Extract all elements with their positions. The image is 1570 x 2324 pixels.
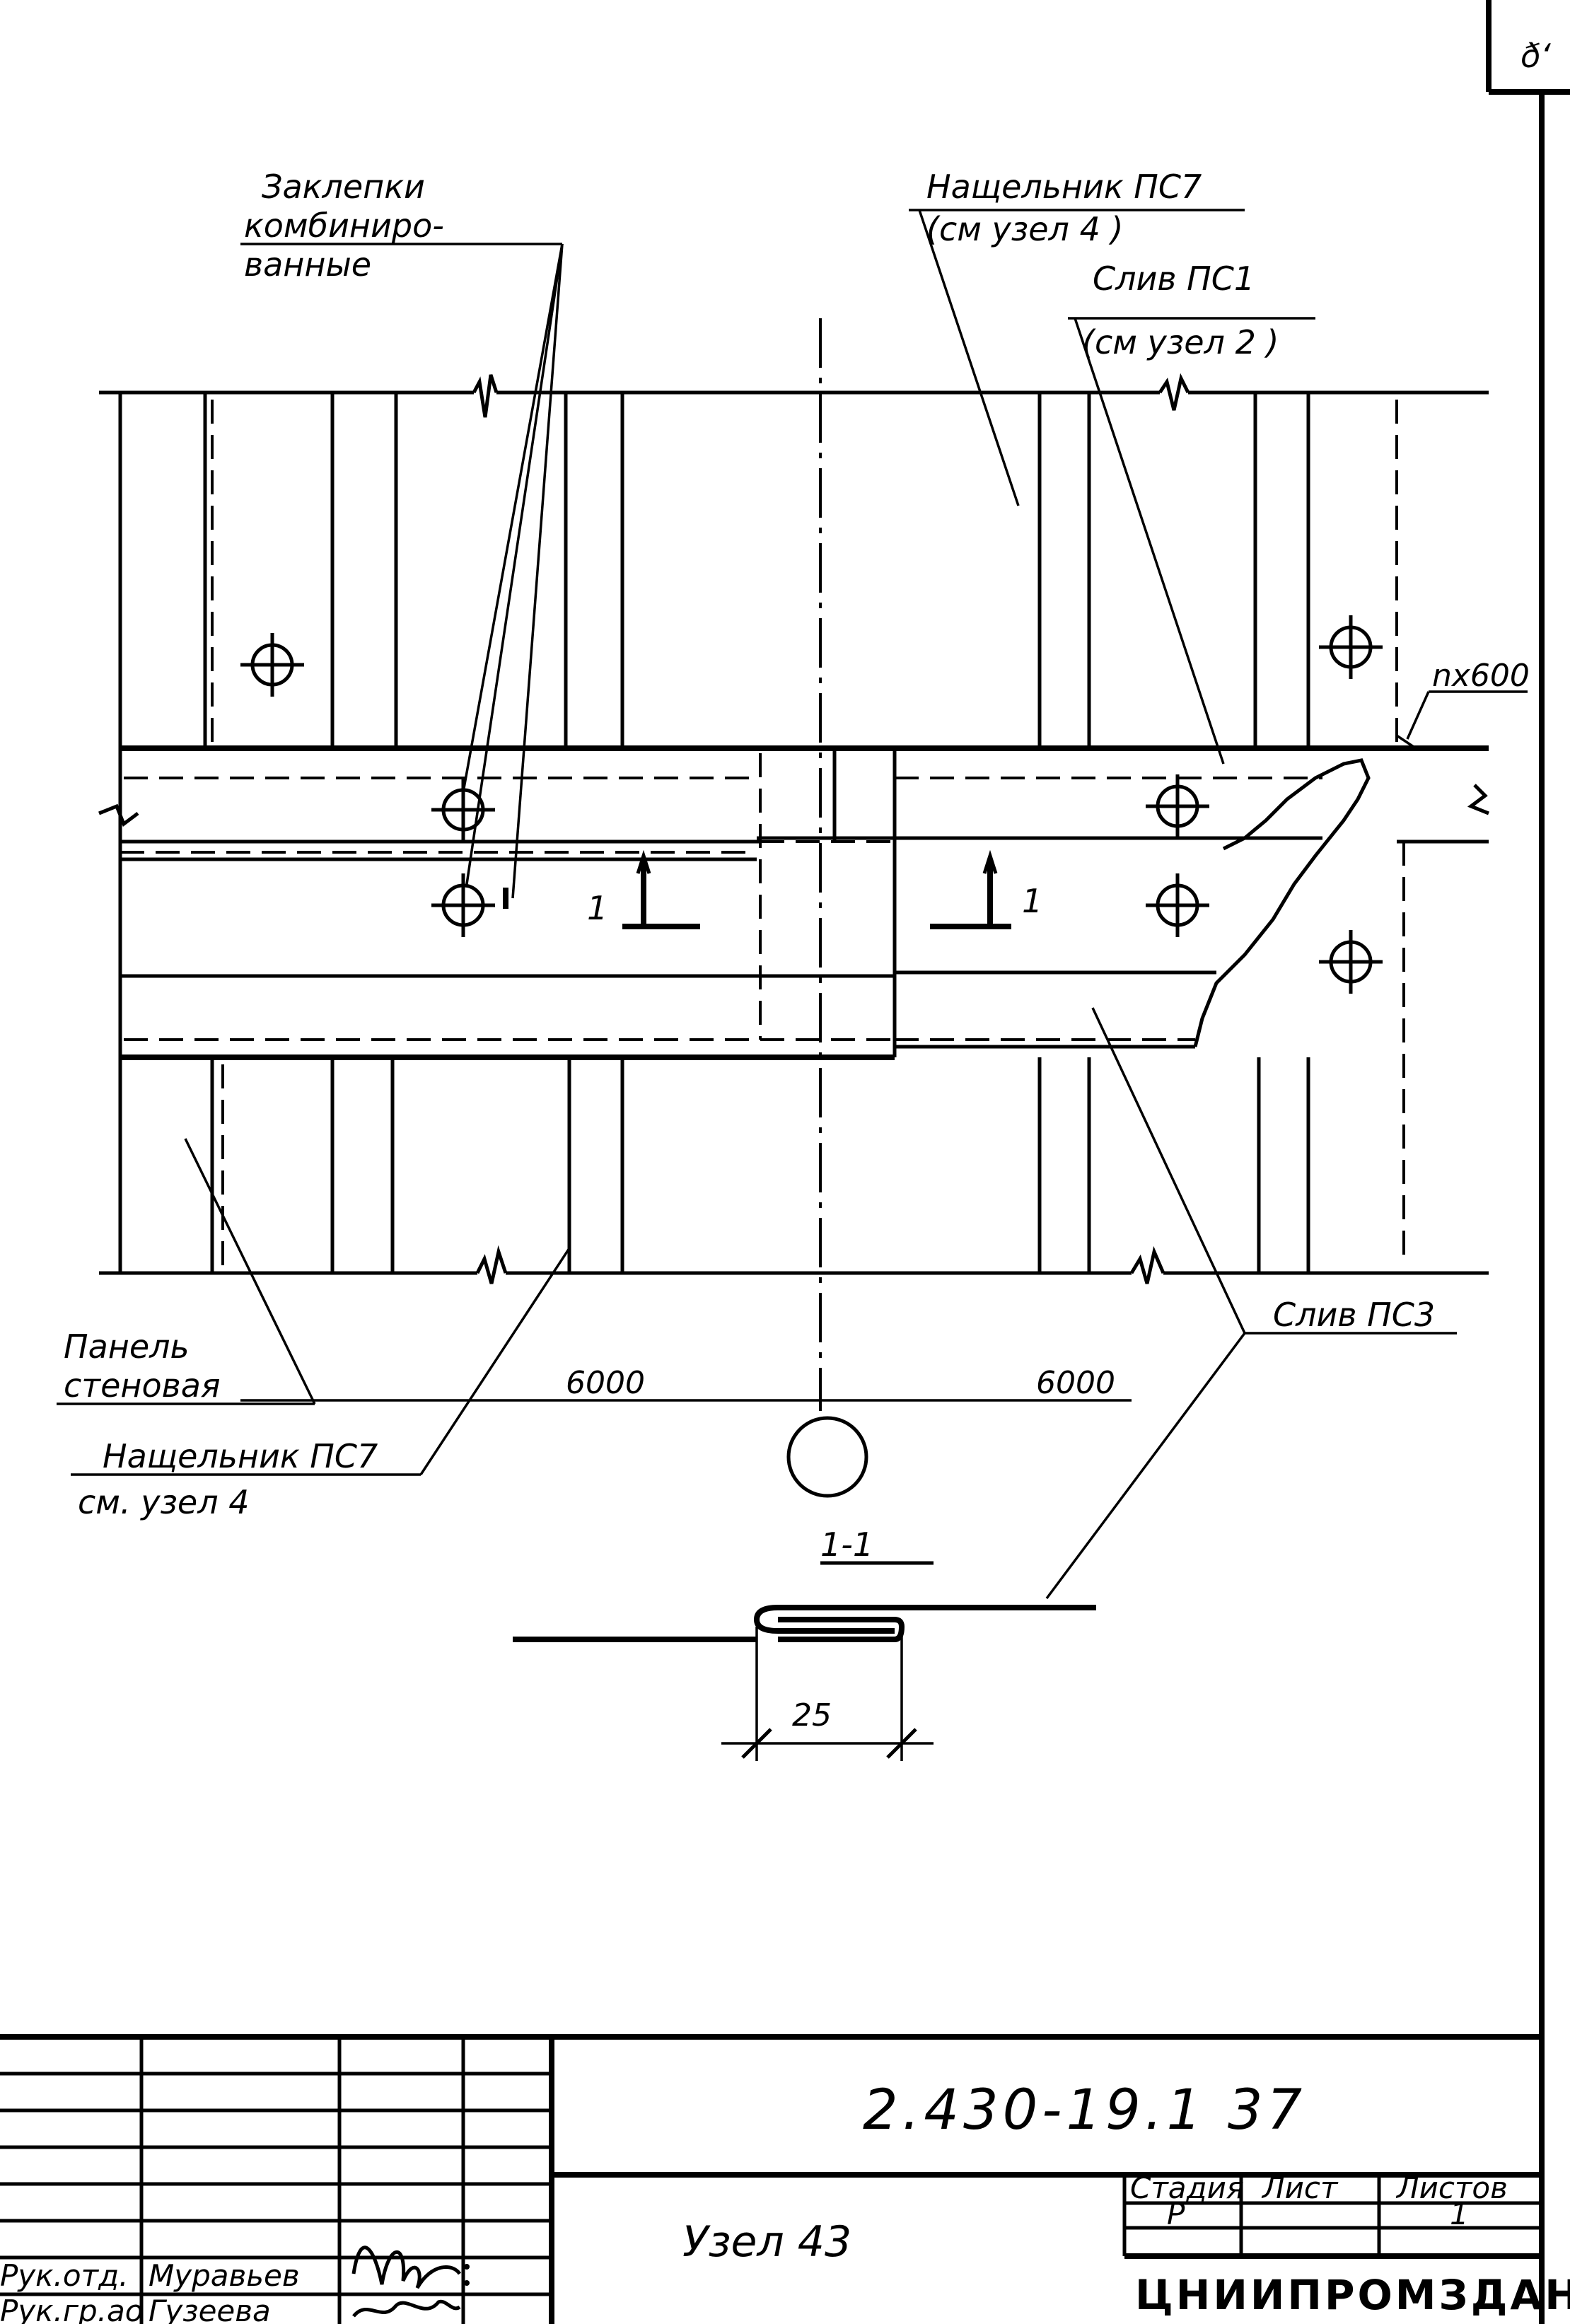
section-1-1-title: 1-1 — [820, 1526, 934, 1565]
svg-text:(см узел 4 ): (см узел 4 ) — [926, 210, 1123, 248]
svg-text:комбиниро-: комбиниро- — [244, 207, 444, 245]
sheets-value: 1 — [1450, 2197, 1469, 2231]
role-head-of-dept: Рук.отд. — [0, 2258, 128, 2293]
svg-text:nx600: nx600 — [1432, 658, 1530, 694]
svg-text:6000: 6000 — [1036, 1365, 1115, 1401]
callout-wall-panel: Панель стеновая — [57, 1138, 316, 1405]
rivet-icon — [1146, 873, 1209, 937]
lower-panel-ribs — [118, 842, 1405, 1273]
panel-outline-bottom — [99, 1245, 1489, 1284]
name-head-of-dept: Муравьев — [149, 2258, 300, 2293]
overlap-zone — [759, 748, 897, 1057]
callout-batten-bottom: Нащельник ПС7 см. узел 4 — [71, 1248, 571, 1521]
svg-text:1-1: 1-1 — [820, 1526, 873, 1564]
section-circle-marker — [786, 1416, 868, 1498]
signature-1 — [351, 2245, 470, 2289]
svg-text:ванные: ванные — [244, 245, 371, 284]
svg-text:Нащельник ПС7: Нащельник ПС7 — [103, 1437, 378, 1475]
organization-name: ЦНИИПРОМЗДАНИЙ — [1135, 2270, 1570, 2319]
stage-header: Стадия — [1130, 2171, 1244, 2205]
svg-text:1: 1 — [587, 889, 607, 927]
title-block — [0, 2034, 1542, 2324]
svg-text:Заклепки: Заклепки — [262, 168, 425, 206]
dim-nx600: nx600 — [1396, 658, 1530, 751]
rivet-icon — [240, 633, 304, 697]
svg-text:Панель: Панель — [64, 1327, 190, 1366]
svg-text:стеновая: стеновая — [64, 1366, 221, 1405]
svg-text:25: 25 — [792, 1697, 832, 1733]
svg-text:см. узел 4: см. узел 4 — [78, 1483, 250, 1521]
dim-6000-right: 6000 — [820, 1365, 1132, 1402]
svg-text:Нащельник ПС7: Нащельник ПС7 — [926, 168, 1202, 206]
section-1-1-detail: 25 — [513, 1605, 1096, 1761]
sheet-frame — [1486, 0, 1570, 2324]
svg-text:Слив ПС3: Слив ПС3 — [1273, 1296, 1435, 1334]
svg-text:6000: 6000 — [566, 1365, 645, 1401]
section-mark-left: 1 — [587, 849, 700, 929]
stage-value: Р — [1167, 2197, 1185, 2231]
svg-text:(см узел 2 ): (см узел 2 ) — [1082, 323, 1279, 361]
name-group-lead: Гузеева — [149, 2294, 271, 2324]
role-group-lead: Рук.гр.ао — [0, 2294, 143, 2324]
flashing-band — [98, 745, 1489, 1060]
svg-text:Слив ПС1: Слив ПС1 — [1093, 260, 1255, 298]
rivet-icon — [1146, 774, 1209, 838]
rivet-icon — [431, 873, 495, 937]
panel-outline-top — [99, 373, 1489, 418]
section-mark-right: 1 — [930, 849, 1042, 929]
callout-flashing-pc1: Слив ПС1 (см узел 2 ) — [1068, 260, 1315, 765]
rivet-symbols — [240, 615, 1383, 994]
dim-6000-left: 6000 — [240, 1365, 820, 1402]
signature-2 — [352, 2299, 461, 2318]
callout-batten-top: Нащельник ПС7 (см узел 4 ) — [909, 168, 1245, 506]
callout-rivets: Заклепки комбиниро- ванные — [240, 168, 564, 909]
sheet-header: Лист — [1261, 2171, 1339, 2205]
svg-text:1: 1 — [1022, 882, 1042, 920]
callout-flashing-pc3: Слив ПС3 — [1045, 1007, 1457, 1600]
sheet-corner-number: ð‘ — [1520, 37, 1551, 75]
rivet-icon — [1319, 930, 1383, 994]
upper-panel-ribs — [118, 393, 1398, 748]
drawing-name: Узел 43 — [682, 2217, 851, 2267]
cutaway-break — [1193, 758, 1371, 1047]
rivet-icon — [1319, 615, 1383, 679]
sheets-header: Листов — [1395, 2171, 1508, 2205]
document-code: 2.430-19.1 37 — [863, 2079, 1306, 2142]
